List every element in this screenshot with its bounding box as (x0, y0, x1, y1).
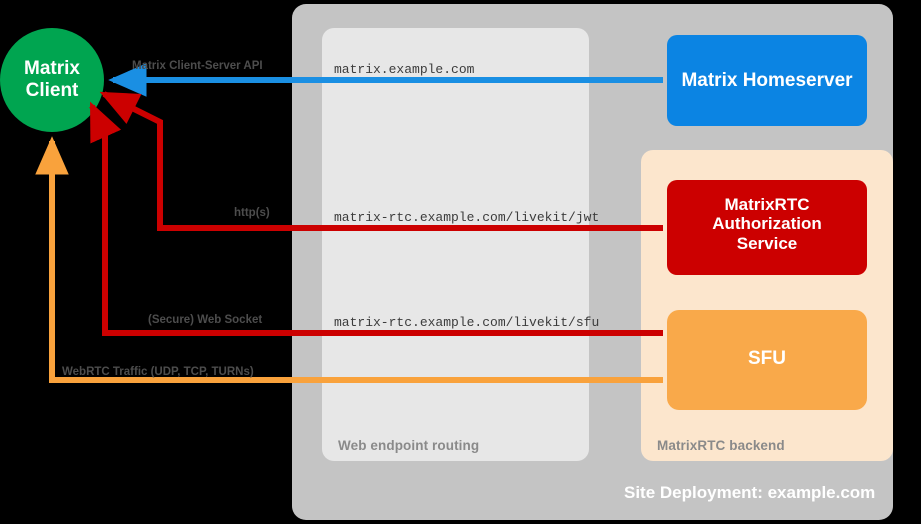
edge-label-matrix-client-server-api: Matrix Client-Server API (132, 60, 263, 72)
edge-secure-web-socket (89, 101, 663, 336)
endpoint-label-matrix-example-com: matrix.example.com (334, 62, 475, 77)
node-matrix-client[interactable] (0, 28, 104, 132)
endpoint-label-livekit-jwt: matrix-rtc.example.com/livekit/jwt (334, 210, 600, 225)
edge-webrtc-traffic (35, 136, 663, 383)
edge-label-secure-web-socket: (Secure) Web Socket (148, 314, 263, 326)
panel-web-endpoint-routing-caption: Web endpoint routing (338, 438, 480, 453)
node-sfu[interactable] (667, 310, 867, 410)
endpoint-label-livekit-sfu: matrix-rtc.example.com/livekit/sfu (334, 315, 600, 330)
node-matrix-homeserver[interactable] (667, 35, 867, 126)
panel-site-deployment-caption: Site Deployment: example.com (624, 483, 876, 502)
panel-matrixrtc-backend-caption: MatrixRTC backend (657, 438, 785, 453)
edge-http-jwt (99, 91, 663, 231)
edge-label-webrtc-traffic: WebRTC Traffic (UDP, TCP, TURNs) (62, 366, 254, 378)
node-matrixrtc-authorization-service[interactable] (667, 180, 867, 275)
edge-label-http-jwt: http(s) (234, 207, 270, 219)
panel-web-endpoint-routing (322, 28, 589, 461)
